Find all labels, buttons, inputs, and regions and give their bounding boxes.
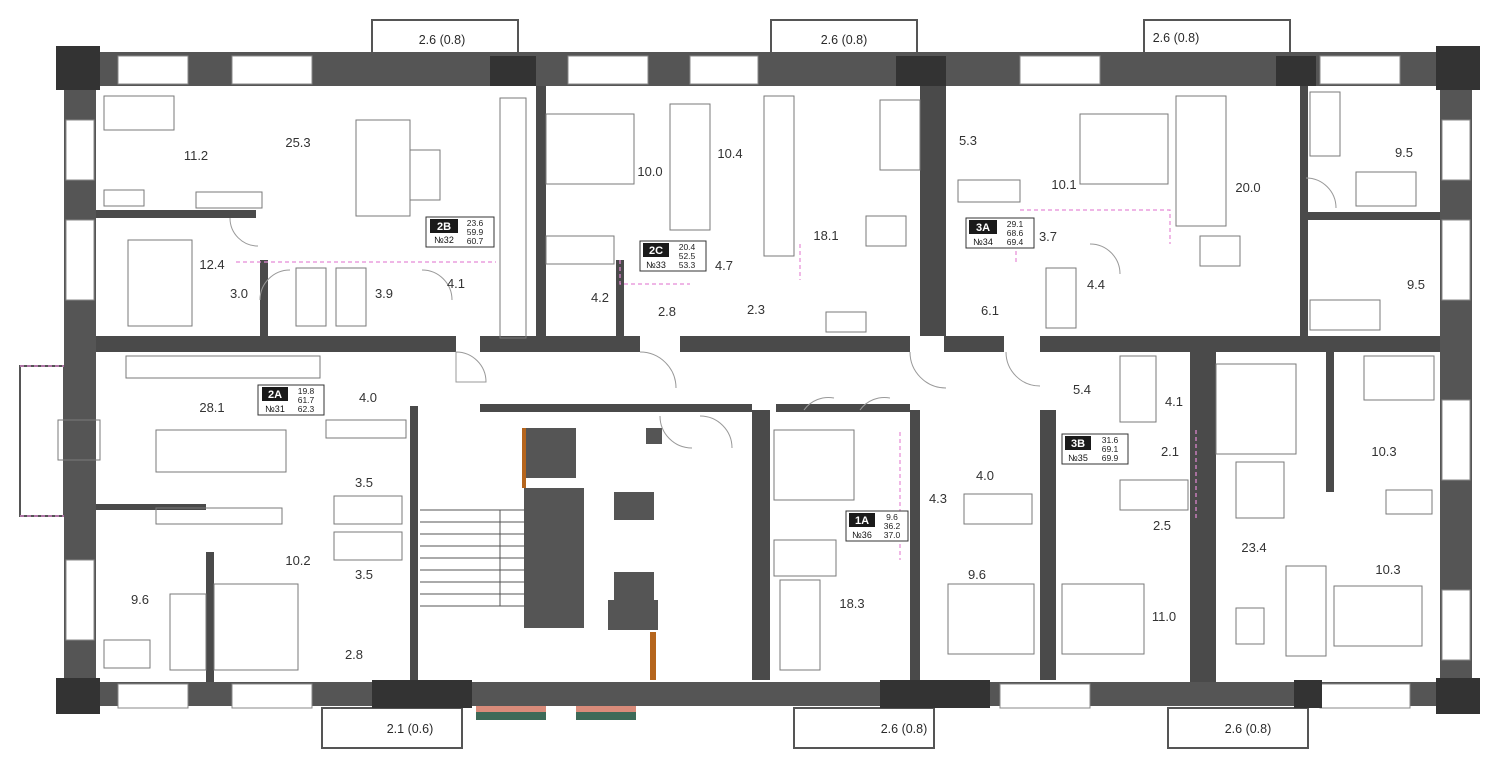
apartment-number-2b: №32 <box>434 235 454 245</box>
room-area: 4.7 <box>715 258 733 273</box>
apartment-label-1a: 1A №36 9.6 36.2 37.0 <box>845 510 909 542</box>
room-area: 18.3 <box>839 596 864 611</box>
apartment-area-1a-total: 36.2 <box>884 521 901 531</box>
room-area: 4.1 <box>1165 394 1183 409</box>
room-area: 2.5 <box>1153 518 1171 533</box>
room-area: 3.9 <box>375 286 393 301</box>
room-area: 4.4 <box>1087 277 1105 292</box>
balcony-labels: 2.6 (0.8) 2.6 (0.8) 2.6 (0.8) 2.1 (0.6) … <box>387 31 1272 736</box>
apartment-number-2a: №31 <box>265 404 285 414</box>
room-area: 2.1 <box>1161 444 1179 459</box>
apartment-area-2b-living: 23.6 <box>467 218 484 228</box>
room-area: 3.5 <box>355 475 373 490</box>
room-area: 9.5 <box>1395 145 1413 160</box>
apartment-number-3b: №35 <box>1068 453 1088 463</box>
apartment-label-3a: 3A №34 29.1 68.6 69.4 <box>965 217 1035 249</box>
outer-walls <box>56 46 1480 714</box>
apartment-label-2a: 2A №31 19.8 61.7 62.3 <box>257 384 325 416</box>
balcony-label-top-right: 2.6 (0.8) <box>1153 31 1200 45</box>
apartment-area-3a-balcony: 69.4 <box>1007 237 1024 247</box>
room-area: 4.2 <box>591 290 609 305</box>
room-area: 10.3 <box>1371 444 1396 459</box>
apartment-code-3b: 3B <box>1071 438 1085 450</box>
room-area: 4.1 <box>447 276 465 291</box>
apartment-number-3a: №34 <box>973 237 993 247</box>
apartment-area-2c-total: 52.5 <box>679 251 696 261</box>
apartment-area-1a-living: 9.6 <box>886 512 898 522</box>
room-area: 9.6 <box>131 592 149 607</box>
balcony-label-top-left: 2.6 (0.8) <box>419 33 466 47</box>
balcony-label-bottom-center: 2.6 (0.8) <box>881 722 928 736</box>
room-area: 3.5 <box>355 567 373 582</box>
apartment-area-3b-balcony: 69.9 <box>1102 453 1119 463</box>
apartment-number-2c: №33 <box>646 260 666 270</box>
room-area: 10.4 <box>717 146 742 161</box>
balconies <box>19 19 1309 749</box>
apartment-area-2a-balcony: 62.3 <box>298 404 315 414</box>
apartment-label-2b: 2B №32 23.6 59.9 60.7 <box>425 216 495 248</box>
apartment-number-1a: №36 <box>852 530 872 540</box>
room-area: 10.2 <box>285 553 310 568</box>
room-area: 20.0 <box>1235 180 1260 195</box>
apartment-code-3a: 3A <box>976 222 990 234</box>
room-area: 9.5 <box>1407 277 1425 292</box>
apartment-area-3b-living: 31.6 <box>1102 435 1119 445</box>
doors <box>229 177 1337 449</box>
apartment-area-1a-balcony: 37.0 <box>884 530 901 540</box>
room-area: 6.1 <box>981 303 999 318</box>
room-area: 5.4 <box>1073 382 1091 397</box>
balcony-label-top-center: 2.6 (0.8) <box>821 33 868 47</box>
apartment-code-2b: 2B <box>437 221 451 233</box>
apartment-label-2c: 2C №33 20.4 52.5 53.3 <box>639 240 707 272</box>
room-area: 10.3 <box>1375 562 1400 577</box>
apartment-area-2c-balcony: 53.3 <box>679 260 696 270</box>
room-area: 25.3 <box>285 135 310 150</box>
apartment-code-2a: 2A <box>268 389 282 401</box>
room-area: 28.1 <box>199 400 224 415</box>
room-area: 3.7 <box>1039 229 1057 244</box>
balcony-label-bottom-left: 2.1 (0.6) <box>387 722 434 736</box>
room-area: 11.0 <box>1152 609 1176 624</box>
room-area: 18.1 <box>813 228 838 243</box>
apartment-area-2b-total: 59.9 <box>467 227 484 237</box>
apartment-area-3a-living: 29.1 <box>1007 219 1024 229</box>
room-area: 5.3 <box>959 133 977 148</box>
room-area: 2.3 <box>747 302 765 317</box>
room-area: 12.4 <box>199 257 224 272</box>
apartment-code-1a: 1A <box>855 515 869 527</box>
room-area: 10.0 <box>637 164 662 179</box>
unit-boundaries <box>20 209 1197 560</box>
apartment-code-2c: 2C <box>649 245 663 257</box>
room-area: 10.1 <box>1051 177 1076 192</box>
apartment-area-3a-total: 68.6 <box>1007 228 1024 238</box>
room-area: 11.2 <box>184 148 208 163</box>
room-area: 23.4 <box>1241 540 1266 555</box>
balcony-label-bottom-right: 2.6 (0.8) <box>1225 722 1272 736</box>
room-area: 4.3 <box>929 491 947 506</box>
apartment-area-3b-total: 69.1 <box>1102 444 1119 454</box>
room-area: 4.0 <box>976 468 994 483</box>
room-area: 2.8 <box>658 304 676 319</box>
apartment-area-2b-balcony: 60.7 <box>467 236 484 246</box>
room-labels: 11.2 25.3 12.4 3.0 3.9 4.1 10.0 10.4 4.7… <box>131 133 1425 662</box>
interior-walls <box>96 86 1440 682</box>
room-area: 4.0 <box>359 390 377 405</box>
room-area: 9.6 <box>968 567 986 582</box>
furniture <box>57 91 1435 671</box>
room-area: 2.8 <box>345 647 363 662</box>
apartment-area-2a-total: 61.7 <box>298 395 315 405</box>
apartment-area-2c-living: 20.4 <box>679 242 696 252</box>
apartment-area-2a-living: 19.8 <box>298 386 315 396</box>
room-area: 3.0 <box>230 286 248 301</box>
apartment-label-3b: 3B №35 31.6 69.1 69.9 <box>1061 433 1129 465</box>
stairwell <box>420 412 752 720</box>
